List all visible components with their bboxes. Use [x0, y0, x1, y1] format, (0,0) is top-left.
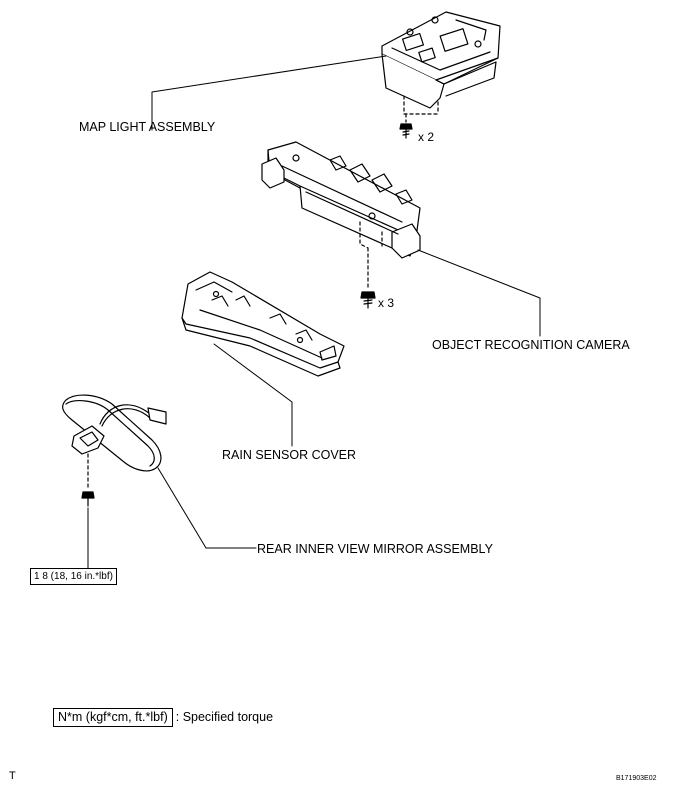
corner-mark: T	[9, 770, 16, 782]
camera-screw-icon	[360, 291, 376, 309]
object-recognition-camera-drawing	[261, 141, 421, 291]
rain-sensor-cover-drawing	[181, 271, 345, 377]
torque-legend: N*m (kgf*cm, ft.*lbf): Specified torque	[53, 708, 273, 727]
leader-lines	[87, 55, 541, 569]
camera-leader	[417, 249, 541, 337]
camera-screw-count: x 3	[378, 296, 395, 310]
torque-spec-box: 1 8 (18, 16 in.*lbf)	[30, 568, 117, 585]
figure-code: B171903E02	[616, 775, 657, 782]
legend-description: : Specified torque	[175, 710, 274, 724]
map-light-screw-icon	[399, 123, 413, 139]
object-recognition-camera-label: OBJECT RECOGNITION CAMERA	[432, 338, 630, 352]
map-light-leader	[151, 55, 387, 131]
rear-view-mirror-drawing	[62, 394, 167, 491]
rain-sensor-cover-label: RAIN SENSOR COVER	[222, 448, 357, 462]
map-light-assembly-label: MAP LIGHT ASSEMBLY	[79, 120, 216, 134]
mirror-screw-icon	[81, 491, 95, 507]
rain-sensor-leader	[213, 343, 293, 447]
rear-view-mirror-label: REAR INNER VIEW MIRROR ASSEMBLY	[257, 542, 493, 556]
map-light-screw-count: x 2	[418, 130, 435, 144]
legend-units-box: N*m (kgf*cm, ft.*lbf)	[53, 708, 173, 727]
mirror-leader	[157, 467, 257, 549]
map-light-assembly-drawing	[381, 11, 501, 123]
